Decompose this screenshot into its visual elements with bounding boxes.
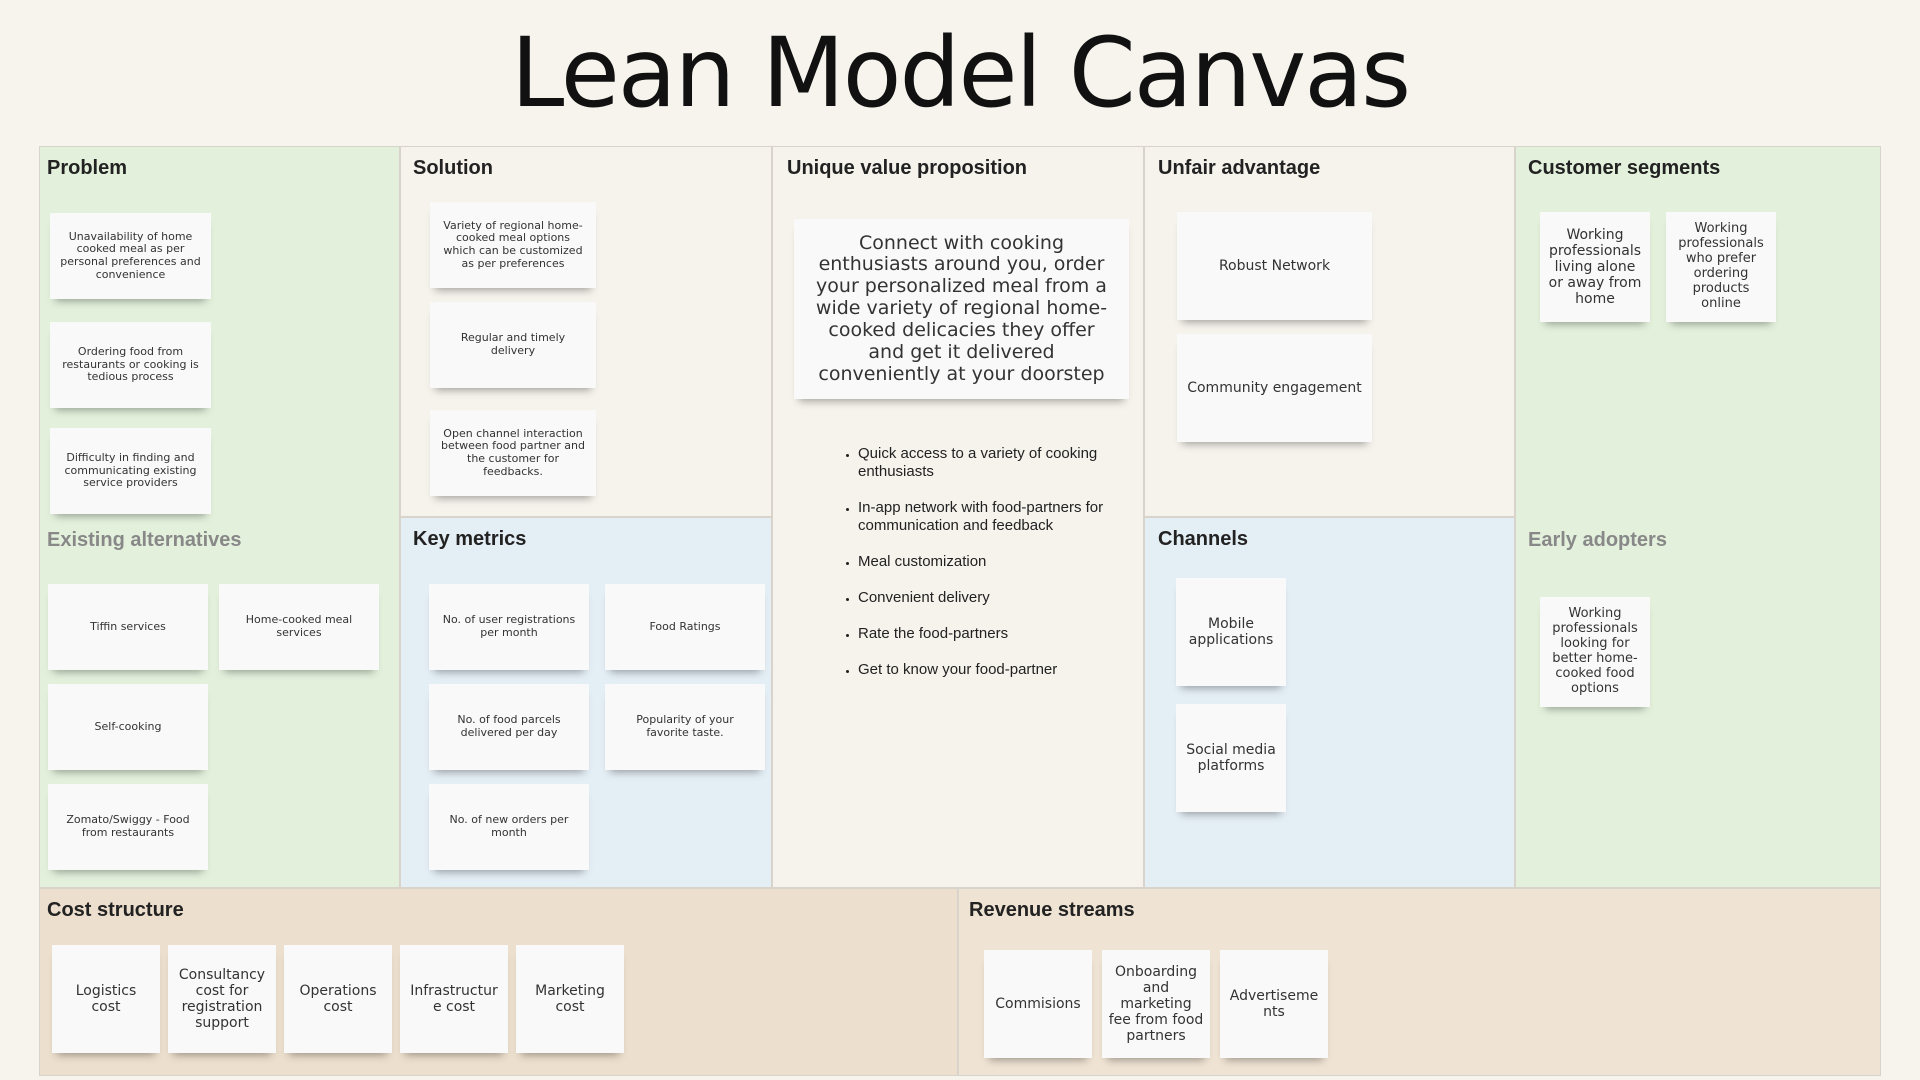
uvp-bullet: In-app network with food-partners for co… bbox=[858, 499, 1108, 535]
uvp-title: Unique value proposition bbox=[787, 157, 1028, 179]
uvp-main-note[interactable]: Connect with cooking enthusiasts around … bbox=[794, 219, 1129, 399]
key-metric-note-3[interactable]: No. of food parcels delivered per day bbox=[429, 684, 589, 770]
customer-segments-title: Customer segments bbox=[1528, 157, 1721, 179]
problem-title: Problem bbox=[47, 157, 128, 179]
channel-note-1[interactable]: Mobile applications bbox=[1176, 578, 1286, 686]
revenue-note-2[interactable]: Onboarding and marketing fee from food p… bbox=[1102, 950, 1210, 1058]
revenue-streams-title: Revenue streams bbox=[969, 899, 1135, 921]
cost-note-3[interactable]: Operations cost bbox=[284, 945, 392, 1053]
uvp-bullet: Rate the food-partners bbox=[858, 625, 1108, 643]
unfair-advantage-note-1[interactable]: Robust Network bbox=[1177, 212, 1372, 320]
early-adopters-title: Early adopters bbox=[1528, 529, 1667, 551]
problem-note-3[interactable]: Difficulty in finding and communicating … bbox=[50, 428, 211, 514]
customer-segment-note-2[interactable]: Working professionals who prefer orderin… bbox=[1666, 212, 1776, 322]
customer-segment-note-1[interactable]: Working professionals living alone or aw… bbox=[1540, 212, 1650, 322]
existing-alternatives-title: Existing alternatives bbox=[47, 529, 242, 551]
cost-note-1[interactable]: Logistics cost bbox=[52, 945, 160, 1053]
key-metric-note-5[interactable]: No. of new orders per month bbox=[429, 784, 589, 870]
revenue-note-3[interactable]: Advertiseme nts bbox=[1220, 950, 1328, 1058]
problem-note-2[interactable]: Ordering food from restaurants or cookin… bbox=[50, 322, 211, 408]
unfair-advantage-note-2[interactable]: Community engagement bbox=[1177, 334, 1372, 442]
channel-note-2[interactable]: Social media platforms bbox=[1176, 704, 1286, 812]
alternative-note-1[interactable]: Tiffin services bbox=[48, 584, 208, 670]
revenue-note-1[interactable]: Commisions bbox=[984, 950, 1092, 1058]
cost-note-2[interactable]: Consultancy cost for registration suppor… bbox=[168, 945, 276, 1053]
channels-title: Channels bbox=[1158, 528, 1249, 550]
key-metrics-title: Key metrics bbox=[413, 528, 527, 550]
unfair-advantage-title: Unfair advantage bbox=[1158, 157, 1321, 179]
key-metric-note-1[interactable]: No. of user registrations per month bbox=[429, 584, 589, 670]
early-adopter-note-1[interactable]: Working professionals looking for better… bbox=[1540, 597, 1650, 707]
cost-note-5[interactable]: Marketing cost bbox=[516, 945, 624, 1053]
alternative-note-3[interactable]: Self-cooking bbox=[48, 684, 208, 770]
cost-note-4[interactable]: Infrastructur e cost bbox=[400, 945, 508, 1053]
key-metric-note-4[interactable]: Popularity of your favorite taste. bbox=[605, 684, 765, 770]
key-metric-note-2[interactable]: Food Ratings bbox=[605, 584, 765, 670]
uvp-bullet: Convenient delivery bbox=[858, 589, 1108, 607]
revenue-streams-section: Revenue streams bbox=[958, 888, 1881, 1076]
problem-note-1[interactable]: Unavailability of home cooked meal as pe… bbox=[50, 213, 211, 299]
alternative-note-2[interactable]: Home-cooked meal services bbox=[219, 584, 379, 670]
cost-structure-title: Cost structure bbox=[47, 899, 184, 921]
channels-section: Channels bbox=[1144, 517, 1515, 888]
alternative-note-4[interactable]: Zomato/Swiggy - Food from restaurants bbox=[48, 784, 208, 870]
solution-note-2[interactable]: Regular and timely delivery bbox=[430, 302, 596, 388]
uvp-bullet: Get to know your food-partner bbox=[858, 661, 1108, 679]
unfair-advantage-section: Unfair advantage bbox=[1144, 146, 1515, 517]
solution-title: Solution bbox=[413, 157, 493, 179]
solution-note-3[interactable]: Open channel interaction between food pa… bbox=[430, 410, 596, 496]
uvp-bullet: Meal customization bbox=[858, 553, 1108, 571]
uvp-bullet: Quick access to a variety of cooking ent… bbox=[858, 445, 1108, 481]
solution-note-1[interactable]: Variety of regional home-cooked meal opt… bbox=[430, 202, 596, 288]
page-title: Lean Model Canvas bbox=[510, 17, 1411, 129]
uvp-bullet-list: Quick access to a variety of cooking ent… bbox=[838, 445, 1108, 697]
